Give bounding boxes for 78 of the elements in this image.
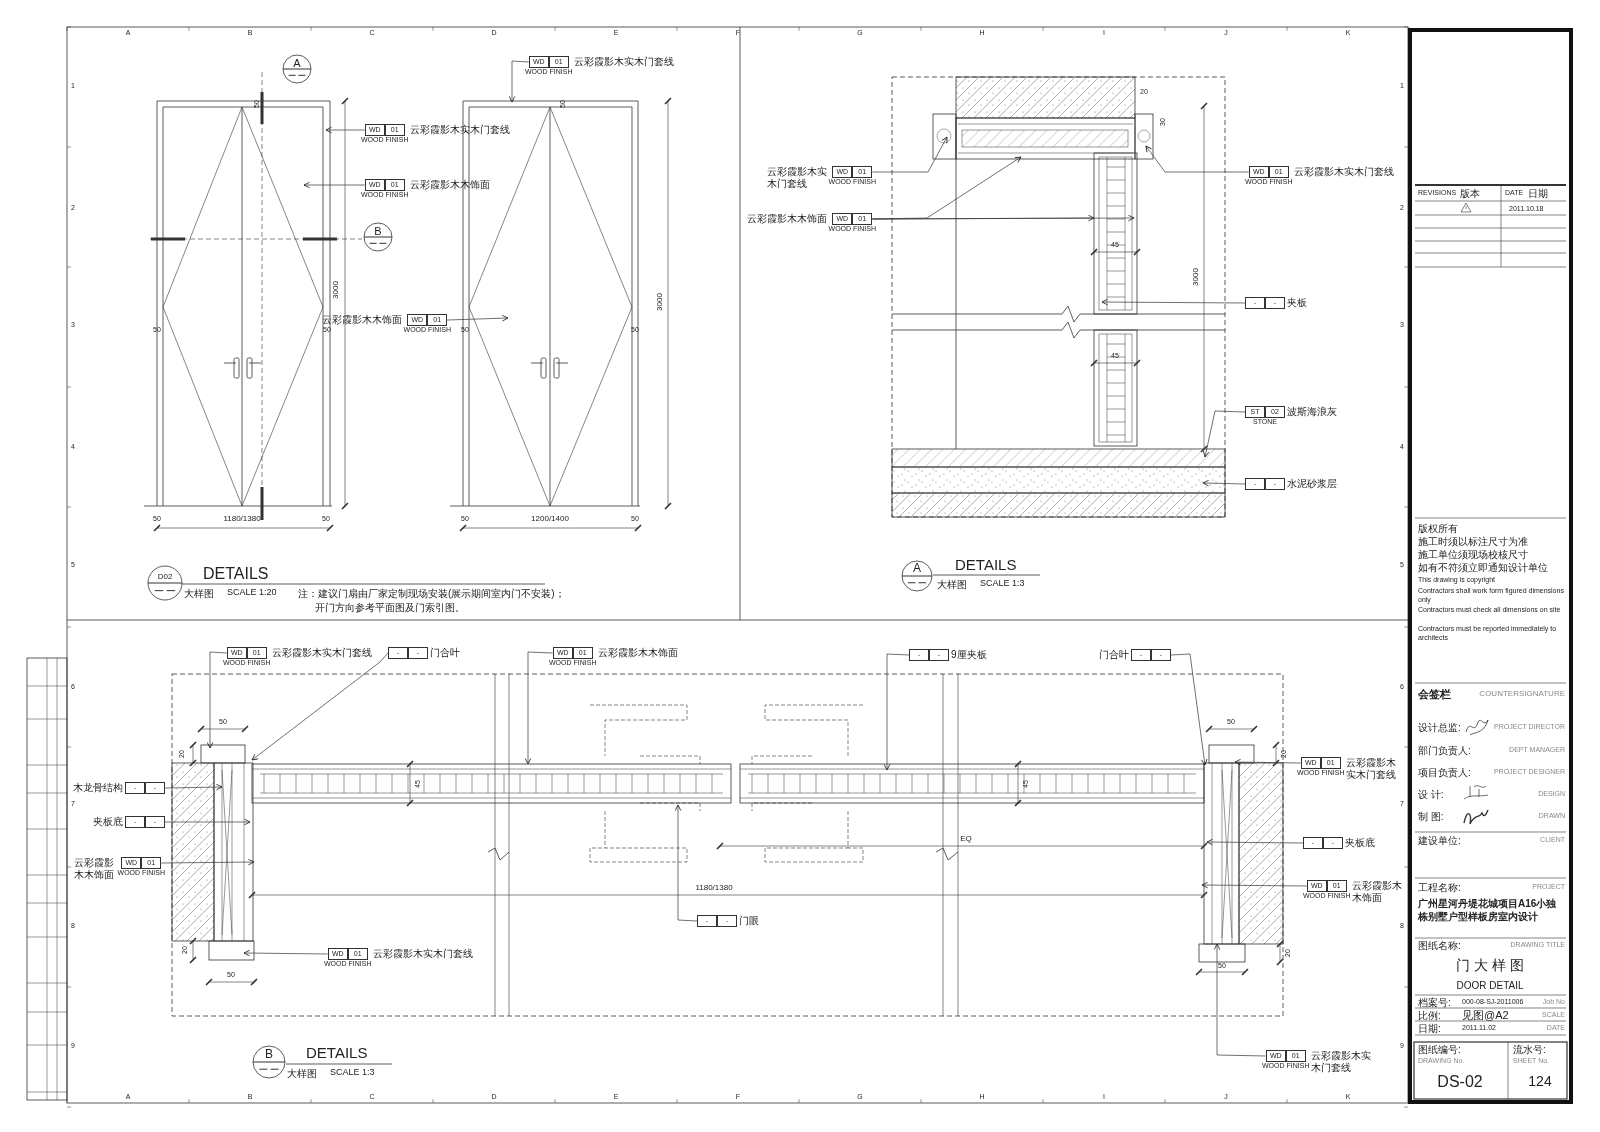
detail-title: DETAILS xyxy=(306,1044,368,1062)
door-plan-section-drawing xyxy=(171,673,1284,1017)
field-label: 项目负责人: xyxy=(1418,766,1471,778)
drawing-number: DS-02 xyxy=(1437,1073,1483,1091)
material-label: 门合叶 xyxy=(429,647,461,659)
drawing-title: 门 大 样 图 xyxy=(1456,958,1524,974)
note-line: 施工时须以标注尺寸为准 xyxy=(1418,535,1529,548)
detail-title: DETAILS xyxy=(955,556,1017,574)
note-line: 施工单位须现场校核尺寸 xyxy=(1418,548,1529,561)
material-label: 云彩霞影木实木门套线 xyxy=(1345,757,1398,781)
detail-title: DETAILS xyxy=(203,565,269,583)
detail-number: D02 xyxy=(157,572,173,582)
drawing-title: DOOR DETAIL xyxy=(1456,979,1524,991)
field-label: 设 计: xyxy=(1418,788,1444,800)
material-label: 云彩霞影木木饰面 xyxy=(409,179,492,191)
field-label: 建设单位: xyxy=(1418,834,1461,846)
field-label: 日期: xyxy=(1418,1022,1441,1034)
dimension-text: 1180/1380 xyxy=(223,514,261,524)
material-label: 夹板底 xyxy=(92,816,124,828)
detail-subtitle: 大样图 xyxy=(184,587,214,599)
material-label: 云彩霞影木实木门套线 xyxy=(1293,166,1396,178)
note-text: 注：建议门扇由厂家定制现场安装(展示期间室内门不安装)； xyxy=(298,587,565,599)
material-label: 云彩霞影木木饰面 xyxy=(72,857,115,881)
field-value: 见图@A2 xyxy=(1462,1008,1509,1022)
section-letter: B xyxy=(374,224,382,238)
door-section-drawing xyxy=(891,76,1226,518)
field-label: 图纸编号: xyxy=(1418,1043,1461,1055)
field-label: 流水号: xyxy=(1513,1043,1546,1055)
dimension-text: 3000 xyxy=(655,293,665,311)
material-label: 云彩霞影木实木门套线 xyxy=(765,166,828,190)
field-label: 工程名称: xyxy=(1418,881,1461,893)
material-label: 云彩霞影木实木门套线 xyxy=(573,56,676,68)
material-label: 云彩霞影木实木门套线 xyxy=(1310,1050,1373,1074)
section-heading: COUNTERSIGNATURE xyxy=(1479,689,1565,699)
material-label: 波斯海浪灰 xyxy=(1286,406,1338,418)
material-label: 云彩霞影木木饰面 xyxy=(745,213,828,225)
scale-text: SCALE 1:3 xyxy=(980,579,1025,589)
material-label: 云彩霞影木实木门套线 xyxy=(372,948,475,960)
dimension-text: 3000 xyxy=(331,281,341,299)
detail-number: B xyxy=(265,1048,273,1062)
note-line: 版权所有 xyxy=(1418,522,1459,535)
field-label: 设计总监: xyxy=(1418,721,1461,733)
field-label: 图纸名称: xyxy=(1418,939,1461,951)
field-label: 部门负责人: xyxy=(1418,744,1471,756)
section-letter: A xyxy=(293,56,301,70)
dimension-text: 1180/1380 xyxy=(695,883,733,893)
material-label: 9厘夹板 xyxy=(950,649,988,661)
scale-text: SCALE 1:3 xyxy=(330,1068,375,1078)
project-name: 广州星河丹堤花城项目A16小独栋别墅户型样板房室内设计 xyxy=(1418,897,1558,923)
material-label: 云彩霞影木木饰面 xyxy=(1351,880,1404,904)
section-heading: 会签栏 xyxy=(1418,687,1451,701)
material-label: 水泥砂浆层 xyxy=(1286,478,1338,490)
material-label: 门合叶 xyxy=(1098,649,1130,661)
material-label: 夹板底 xyxy=(1344,837,1376,849)
scale-text: SCALE 1:20 xyxy=(227,588,277,598)
material-label: 夹板 xyxy=(1286,297,1308,309)
material-label: 木龙骨结构 xyxy=(72,782,124,794)
dimension-text: 1200/1400 xyxy=(531,514,569,524)
dimension-text: 3000 xyxy=(1191,268,1201,286)
note-line: 如有不符须立即通知设计单位 xyxy=(1418,561,1549,574)
note-text: 开门方向参考平面图及门索引图。 xyxy=(315,601,465,613)
field-label: 制 图: xyxy=(1418,810,1444,822)
field-label: 档案号: xyxy=(1418,996,1451,1008)
detail-number: A xyxy=(913,562,921,576)
material-label: 云彩霞影木实木门套线 xyxy=(409,124,512,136)
dimension-text: EQ xyxy=(960,834,972,844)
material-label: 云彩霞影木木饰面 xyxy=(597,647,680,659)
material-label: 云彩霞影木实木门套线 xyxy=(271,647,374,659)
detail-subtitle: 大样图 xyxy=(937,578,967,590)
field-label: 比例: xyxy=(1418,1009,1441,1021)
door-elevation-drawing xyxy=(449,100,641,507)
sheet-number: 124 xyxy=(1528,1074,1552,1090)
material-label: 云彩霞影木木饰面 xyxy=(320,314,403,326)
door-elevation-drawing xyxy=(143,100,333,507)
table-header: 日期 xyxy=(1528,187,1548,199)
table-header: 版本 xyxy=(1460,187,1480,199)
material-label: 门眼 xyxy=(738,915,760,927)
detail-subtitle: 大样图 xyxy=(287,1067,317,1079)
